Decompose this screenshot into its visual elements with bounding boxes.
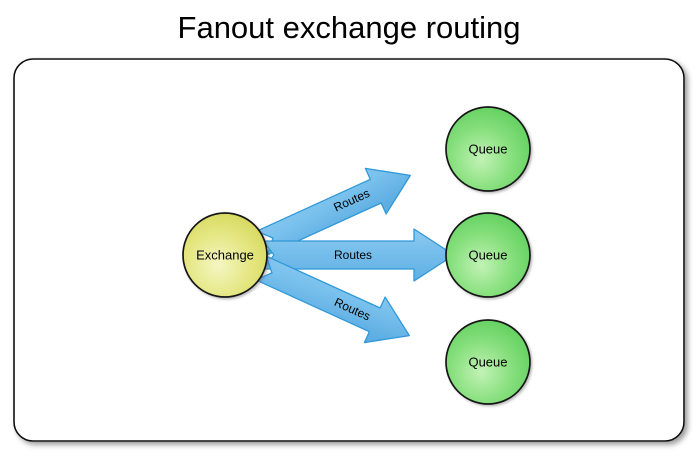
- node-queue-3[interactable]: Queue: [445, 319, 531, 405]
- node-queue-3-circle: [445, 319, 531, 405]
- node-queue-2-circle: [445, 212, 531, 298]
- node-queue-2[interactable]: Queue: [445, 212, 531, 298]
- node-exchange-label: Exchange: [196, 247, 254, 262]
- edge-exchange-to-queue-3: [254, 255, 410, 344]
- node-queue-3-label: Queue: [468, 354, 507, 369]
- node-queue-1-label: Queue: [468, 141, 507, 156]
- node-queue-1[interactable]: Queue: [445, 106, 531, 192]
- page-title: Fanout exchange routing: [177, 10, 521, 45]
- edge-label-routes-2: Routes: [334, 248, 372, 262]
- node-queue-1-circle: [445, 106, 531, 192]
- node-exchange[interactable]: Exchange: [182, 212, 268, 298]
- node-queue-2-label: Queue: [468, 247, 507, 262]
- node-exchange-circle: [182, 212, 268, 298]
